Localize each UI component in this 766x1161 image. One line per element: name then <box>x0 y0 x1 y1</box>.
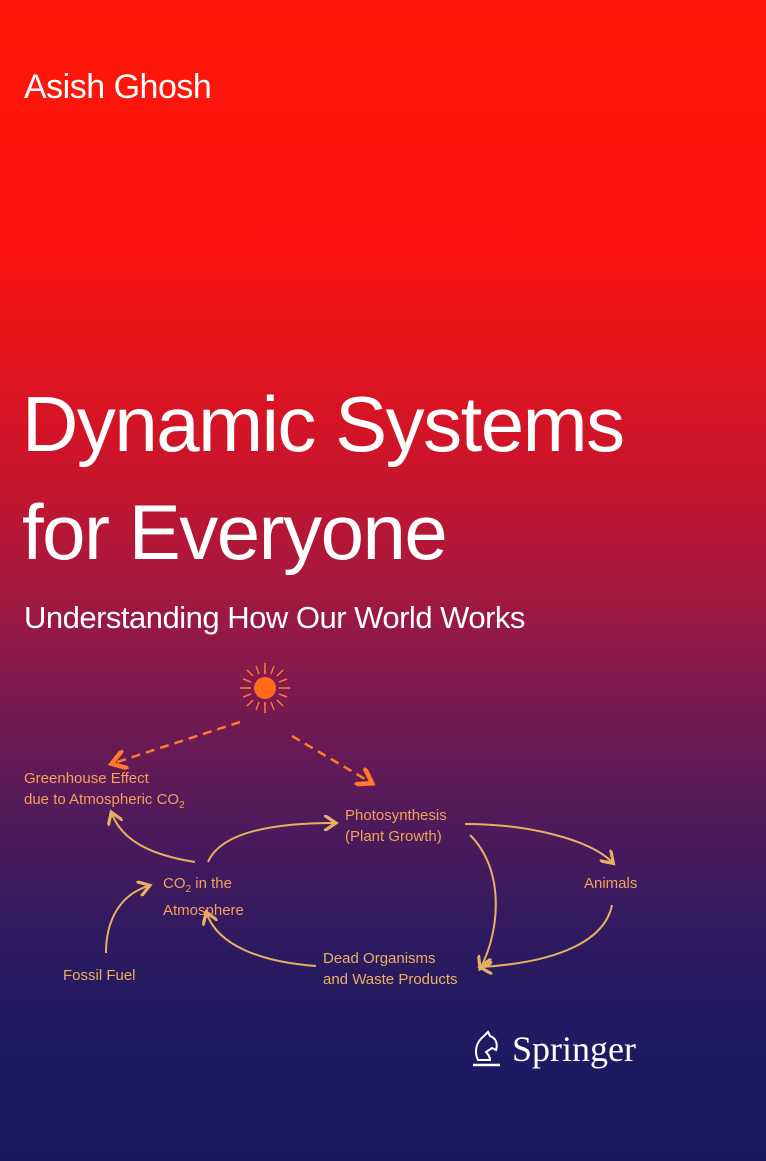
label-animals: Animals <box>584 875 638 892</box>
publisher-name: Springer <box>512 1029 636 1069</box>
arrow-fossil-co2 <box>105 886 148 954</box>
dashed-arrow-sun-photosynthesis <box>291 734 370 782</box>
label-co2-atmosphere: CO2 in the Atmosphere <box>163 873 244 921</box>
label-photosynthesis: Photosynthesis (Plant Growth) <box>345 805 447 847</box>
arrow-animals-dead <box>482 904 613 967</box>
arrow-co2-greenhouse <box>112 814 196 863</box>
label-dead-line1: Dead Organisms <box>323 950 436 967</box>
springer-horse-icon <box>473 1030 500 1067</box>
arrow-photosynthesis-animals <box>464 823 612 862</box>
book-title: Dynamic Systems for Everyone <box>22 370 625 586</box>
arrow-dead-co2 <box>207 914 317 967</box>
greenhouse-sub: 2 <box>179 800 185 811</box>
label-greenhouse: Greenhouse Effect due to Atmospheric CO2 <box>24 768 185 816</box>
arrow-photosynthesis-dead <box>469 834 497 967</box>
label-co2-line2: Atmosphere <box>163 902 244 919</box>
label-photosynthesis-line2: (Plant Growth) <box>345 828 442 845</box>
greenhouse-text: due to Atmospheric CO <box>24 791 180 808</box>
title-line-1: Dynamic Systems <box>22 380 625 468</box>
co2-text: CO <box>163 875 186 892</box>
arrow-co2-photosynthesis <box>207 823 334 863</box>
publisher-logo: Springer <box>470 1028 636 1070</box>
label-greenhouse-line1: Greenhouse Effect <box>24 770 149 787</box>
co2-sub: 2 <box>185 884 192 895</box>
label-dead-line2: and Waste Products <box>323 971 458 988</box>
co2-text-b: in the <box>191 875 232 892</box>
title-line-2: for Everyone <box>22 488 448 576</box>
author-name: Asish Ghosh <box>24 68 212 106</box>
label-dead-organisms: Dead Organisms and Waste Products <box>323 948 458 990</box>
sun-icon <box>240 663 290 713</box>
label-fossil-fuel: Fossil Fuel <box>63 967 136 984</box>
label-co2-line1: CO2 in the <box>163 873 244 900</box>
book-subtitle: Understanding How Our World Works <box>24 600 525 635</box>
dashed-arrow-sun-greenhouse <box>114 720 241 763</box>
label-greenhouse-line2: due to Atmospheric CO2 <box>24 789 185 816</box>
label-photosynthesis-line1: Photosynthesis <box>345 807 447 824</box>
